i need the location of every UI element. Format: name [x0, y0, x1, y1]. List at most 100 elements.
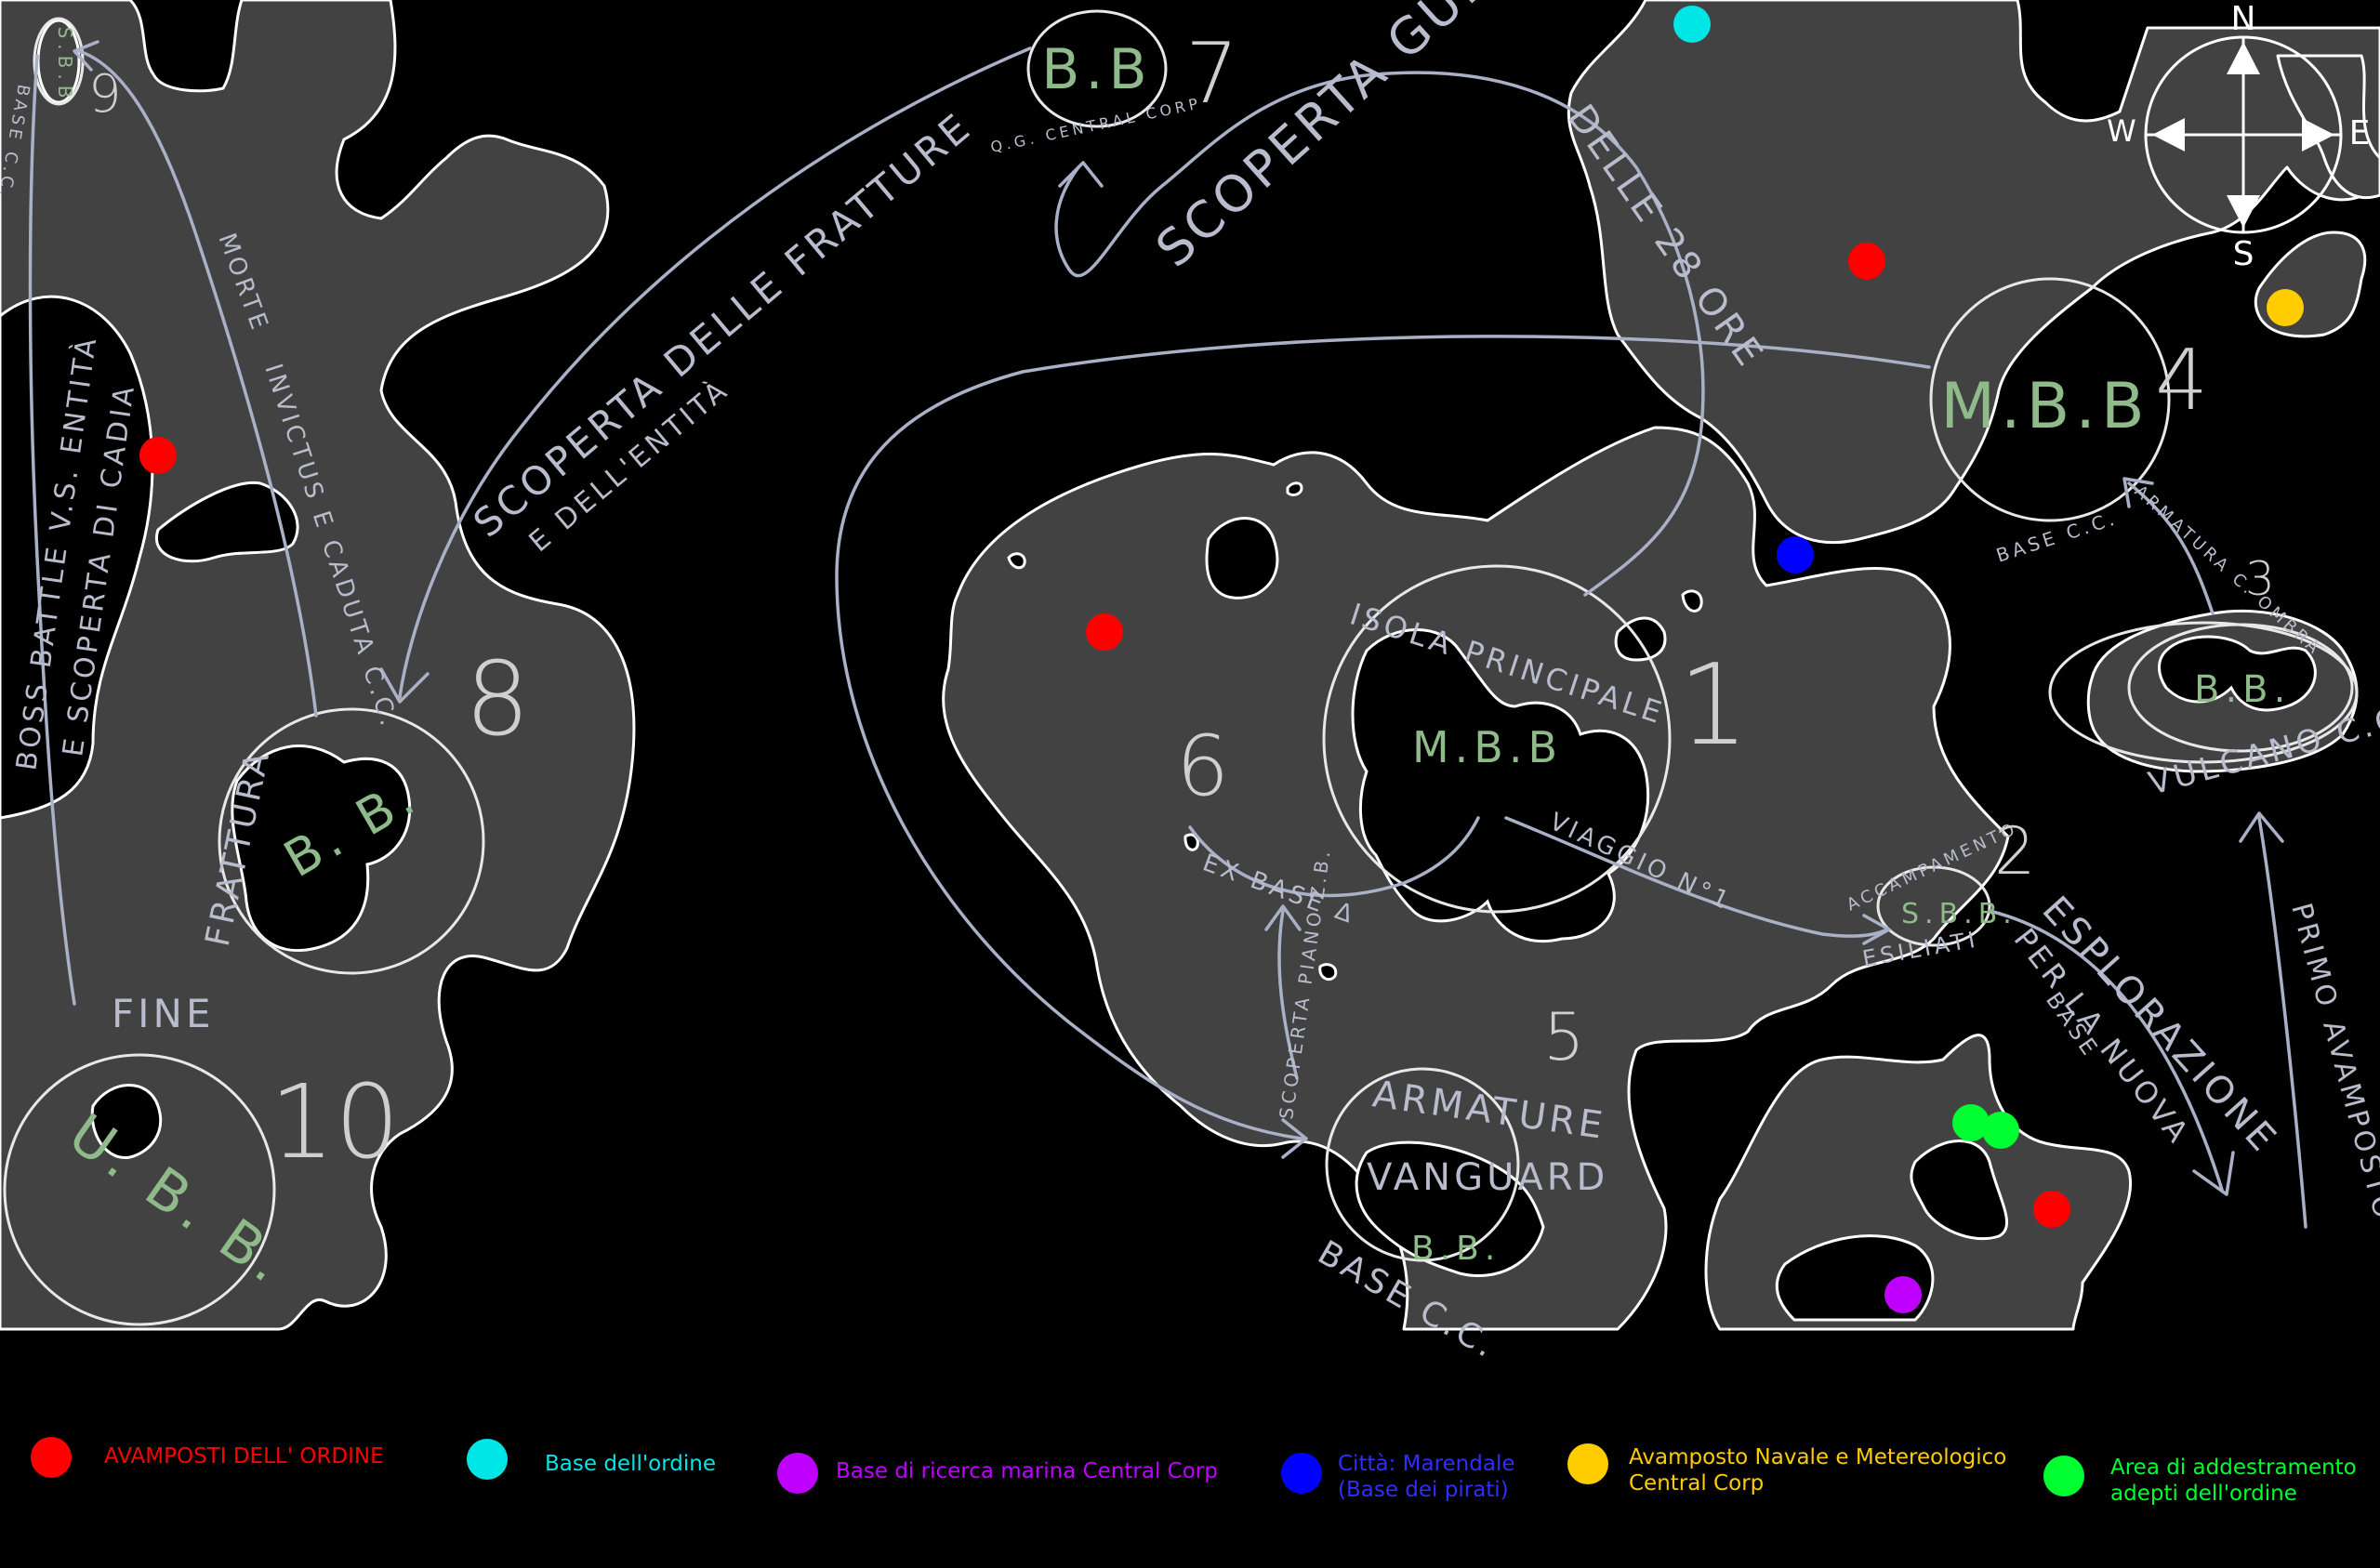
step-5: 5 — [1543, 999, 1585, 1075]
map-markers — [139, 6, 2304, 1313]
northwest-lake — [1205, 517, 1279, 600]
route-7-arrow — [379, 667, 430, 704]
main-island-ring — [1322, 564, 1672, 914]
east-strip — [2276, 54, 2380, 200]
sbb-top-label: S.B.B — [54, 27, 76, 104]
vanguard-ring — [1325, 1067, 1520, 1262]
training-area-marker[interactable] — [1952, 1104, 1990, 1141]
compass-west: W — [2107, 113, 2136, 149]
legend-item-research-base: Base di ricerca marina Central Corp — [777, 1453, 1218, 1494]
legend-label: Base di ricerca marina Central Corp — [836, 1459, 1218, 1483]
vanguard-label: VANGUARD — [1367, 1156, 1608, 1199]
legend-swatch — [1281, 1453, 1322, 1494]
journey-routes — [28, 40, 2307, 1229]
route-5-to-6 — [1277, 909, 1299, 1080]
research-base-marker[interactable] — [1884, 1276, 1922, 1313]
bb-top-ring — [1026, 9, 1168, 128]
small-lake-3 — [1183, 833, 1199, 851]
legend-swatch — [31, 1437, 72, 1478]
naval-outpost-marker[interactable] — [2267, 289, 2304, 326]
compass-rose-icon: N E S W — [2107, 0, 2370, 273]
sbb-camp-label: S.B.B. — [1901, 898, 2017, 930]
route-3-arrow — [2122, 477, 2154, 508]
route-primo-avamposto — [2257, 816, 2307, 1229]
step-9: 9 — [88, 64, 122, 125]
fracture-hole — [231, 744, 412, 953]
step-8: 8 — [465, 639, 530, 758]
legend-swatch — [2043, 1456, 2084, 1496]
ubb-ring — [3, 1053, 276, 1326]
southwest-hole — [90, 1084, 163, 1159]
legend-swatch — [467, 1439, 508, 1480]
western-lake — [154, 481, 299, 563]
order-outpost-marker[interactable] — [1086, 613, 1123, 651]
step-7: 7 — [1185, 25, 1238, 123]
legend: AVAMPOSTI DELL' ORDINE Base dell'ordine … — [31, 1437, 2357, 1506]
route-4-arrow — [1281, 1118, 1308, 1159]
step-6: 6 — [1176, 718, 1229, 815]
route-6-loop — [1188, 816, 1480, 898]
legend-item-city: Città: Marendale (Base dei pirati) — [1281, 1452, 1515, 1502]
mbb-right-label: M.B.B — [1940, 370, 2149, 443]
volcano-crater — [2158, 635, 2317, 712]
bb-volcano-label: B.B. — [2194, 668, 2291, 711]
mbb-center-label: M.B.B — [1412, 722, 1563, 772]
step-2: 2 — [1994, 813, 2036, 889]
legend-label: Avamposto Navale e Metereologico — [1629, 1445, 2006, 1469]
step-4: 4 — [2155, 332, 2208, 429]
western-landmass — [0, 0, 636, 1331]
small-lake-2 — [1007, 552, 1026, 570]
order-outpost-marker[interactable] — [139, 437, 177, 474]
southeast-bay — [1910, 1140, 2009, 1241]
mbb-right-ring — [1929, 277, 2171, 522]
legend-label-line2: (Base dei pirati) — [1338, 1478, 1509, 1502]
route-7-to-8 — [398, 46, 1032, 699]
legend-label: Città: Marendale — [1338, 1452, 1515, 1476]
sbb-camp-ring — [1876, 865, 1991, 947]
route-guerra — [1054, 71, 1705, 597]
order-outpost-marker[interactable] — [2033, 1191, 2070, 1228]
route-8-arrow — [73, 40, 99, 72]
bb-south-label: B.B. — [1411, 1230, 1501, 1268]
fracture-ring — [218, 707, 485, 975]
legend-label: Area di addestramento — [2110, 1456, 2357, 1480]
order-base-marker[interactable] — [1673, 6, 1711, 43]
route-primo-arrow — [2239, 811, 2284, 843]
legend-label: AVAMPOSTI DELL' ORDINE — [104, 1444, 384, 1469]
route-3-to-4 — [2127, 481, 2215, 615]
route-2-arrow — [2192, 1151, 2235, 1196]
compass-east: E — [2349, 114, 2371, 152]
small-lake-1 — [1286, 481, 1303, 496]
base-rings — [3, 9, 2359, 1326]
order-outpost-marker[interactable] — [1848, 243, 1885, 280]
route-1-to-2-arrow — [1862, 914, 1891, 945]
step-10: 10 — [270, 1062, 400, 1181]
legend-item-order-base: Base dell'ordine — [467, 1439, 716, 1480]
vanguard-hole — [1355, 1140, 1545, 1278]
legend-swatch — [777, 1453, 818, 1494]
step-1: 1 — [1678, 641, 1749, 771]
western-inlet — [0, 295, 154, 820]
route-5-arrow — [1264, 904, 1302, 931]
fine-label: FINE — [112, 991, 215, 1036]
legend-item-training-area: Area di addestramento adepti dell'ordine — [2043, 1456, 2357, 1506]
legend-swatch — [1567, 1443, 1608, 1484]
compass-north: N — [2231, 0, 2256, 38]
city-marker[interactable] — [1777, 536, 1814, 573]
compass-south: S — [2233, 235, 2254, 273]
legend-item-naval-outpost: Avamposto Navale e Metereologico Central… — [1567, 1443, 2006, 1496]
route-8-to-9 — [77, 49, 318, 718]
training-area-marker[interactable] — [1982, 1112, 2019, 1149]
bb-top-label: B.B — [1041, 37, 1152, 102]
small-lake-5 — [1318, 963, 1338, 982]
route-guerra-arrow — [1058, 161, 1104, 188]
step-3: 3 — [2245, 552, 2275, 606]
small-lake-4 — [1681, 589, 1703, 613]
legend-label-line2: adepti dell'ordine — [2110, 1482, 2297, 1506]
central-lake — [1351, 628, 1650, 943]
legend-item-order-outposts: AVAMPOSTI DELL' ORDINE — [31, 1437, 384, 1478]
route-9-to-10 — [28, 54, 76, 1006]
route-2-esplorazione — [1988, 909, 2224, 1192]
legend-label-line2: Central Corp — [1629, 1471, 1764, 1496]
